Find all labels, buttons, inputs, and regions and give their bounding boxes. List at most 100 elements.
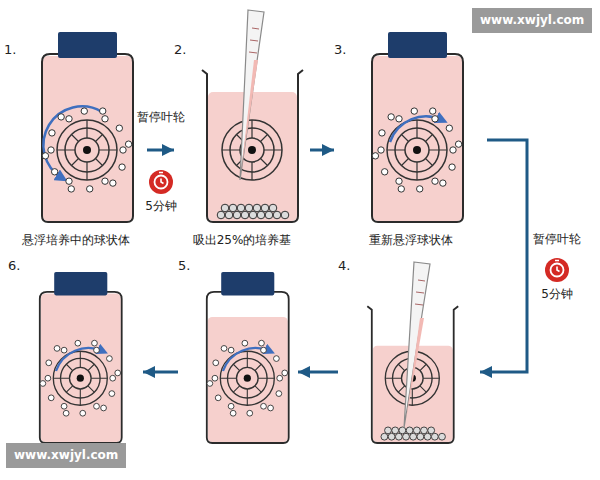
spheroid <box>268 405 274 411</box>
step-arrow <box>147 149 174 152</box>
edge-label: 暂停叶轮 <box>135 110 187 125</box>
spheroid <box>80 410 86 416</box>
spheroid <box>68 186 74 192</box>
spheroid <box>48 395 54 401</box>
spheroid <box>381 433 388 440</box>
spheroid <box>109 391 115 397</box>
medium <box>373 56 462 221</box>
spheroid <box>282 370 288 376</box>
step-caption: 重新悬浮球状体 <box>334 233 487 248</box>
spheroid <box>439 433 446 440</box>
spheroid <box>221 346 227 352</box>
step-number: 2. <box>174 42 186 58</box>
spheroid <box>257 211 265 219</box>
spheroid <box>421 427 428 434</box>
spheroid <box>245 204 253 212</box>
step-number: 1. <box>4 42 16 58</box>
spheroid <box>40 381 46 387</box>
spheroid <box>110 375 116 381</box>
spheroid <box>276 391 282 397</box>
spheroid <box>372 153 378 159</box>
spheroid <box>281 211 289 219</box>
step-panel: 6. <box>8 258 143 448</box>
spheroid <box>249 211 257 219</box>
flask-1 <box>42 32 133 222</box>
spheroid <box>379 130 385 136</box>
spheroid <box>45 375 51 381</box>
spheroid <box>273 211 281 219</box>
step-panel: 3.重新悬浮球状体 <box>334 42 487 248</box>
spheroid <box>241 211 249 219</box>
step-panel: 5. <box>178 258 298 448</box>
spheroid <box>63 410 69 416</box>
watermark: www.xwjyl.com <box>6 443 126 468</box>
spheroid <box>61 347 67 353</box>
step-arrow <box>480 140 527 372</box>
spheroid <box>107 356 113 362</box>
step-arrow <box>310 149 334 152</box>
edge-label: 暂停叶轮 <box>531 232 583 247</box>
flask-5 <box>207 272 289 443</box>
spheroid <box>207 381 213 387</box>
spheroid <box>450 147 456 153</box>
duration-label: 5分钟 <box>541 287 573 302</box>
medium <box>208 92 297 221</box>
spheroid <box>102 178 108 184</box>
spheroid <box>378 147 384 153</box>
step-panel: 2. 吸出25%的培养基 <box>174 42 310 248</box>
spheroid <box>253 204 261 212</box>
spheroid <box>54 346 60 352</box>
spheroid <box>417 186 423 192</box>
spheroid <box>410 433 417 440</box>
spheroid <box>230 410 236 416</box>
spheroid <box>269 204 277 212</box>
watermark: www.xwjyl.com <box>472 8 592 33</box>
step-number: 5. <box>178 258 190 274</box>
step-arrow <box>143 371 178 374</box>
spheroid <box>411 108 417 114</box>
spheroid <box>66 178 72 184</box>
spheroid <box>81 108 87 114</box>
rotation-arrow <box>56 348 103 371</box>
spheroid <box>125 141 131 147</box>
spheroid <box>110 180 116 186</box>
spheroid <box>403 433 410 440</box>
spheroid <box>259 340 265 346</box>
spheroid <box>261 347 267 353</box>
medium <box>41 294 121 443</box>
spheroid <box>228 347 234 353</box>
spheroid <box>102 116 108 122</box>
spheroid <box>228 403 234 409</box>
step-number: 4. <box>338 258 350 274</box>
medium <box>43 56 132 221</box>
spheroid <box>94 347 100 353</box>
spheroid <box>265 211 273 219</box>
spheroid <box>120 147 126 153</box>
spheroid <box>215 395 221 401</box>
spheroid <box>396 178 402 184</box>
spheroid <box>406 427 413 434</box>
spheroid <box>58 114 64 120</box>
spheroid <box>428 427 435 434</box>
spheroid <box>221 204 229 212</box>
spheroid <box>237 204 245 212</box>
spheroid <box>413 427 420 434</box>
rotation-arrow <box>223 348 270 371</box>
spheroid <box>261 403 267 409</box>
spheroid <box>92 340 98 346</box>
spheroid <box>87 186 93 192</box>
spheroid <box>395 433 402 440</box>
spheroid <box>449 164 455 170</box>
spheroid <box>212 375 218 381</box>
spheroid <box>115 370 121 376</box>
spheroid <box>242 340 248 346</box>
spheroid <box>229 204 237 212</box>
spheroid <box>225 211 233 219</box>
spheroid <box>388 114 394 120</box>
spheroid <box>432 116 438 122</box>
step-panel: 1.悬浮培养中的球状体 <box>4 42 147 248</box>
step-caption: 吸出25%的培养基 <box>174 233 310 248</box>
rotation-arrow <box>390 116 442 142</box>
spheroid <box>46 360 52 366</box>
spheroid <box>392 427 399 434</box>
